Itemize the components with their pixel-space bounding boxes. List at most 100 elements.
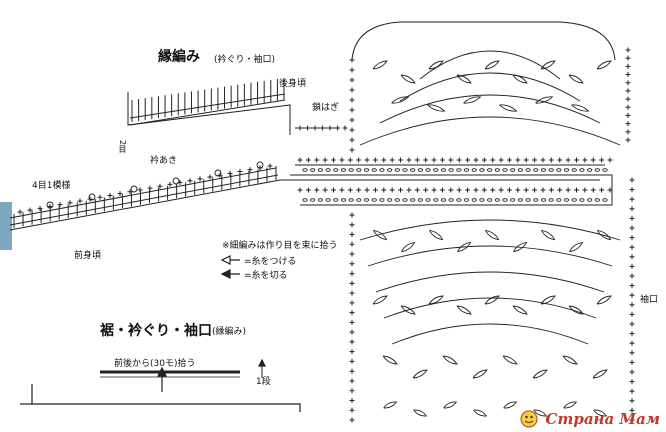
- chain-stitch: [394, 198, 400, 202]
- chain-stitch: [594, 168, 600, 172]
- sc-stitch: [625, 129, 631, 135]
- chain-stitch: [548, 168, 554, 172]
- arch-stitch: [419, 50, 561, 80]
- sc-stitch: [498, 157, 504, 163]
- chain-stitch: [402, 198, 408, 202]
- sc-stitch: [625, 104, 631, 110]
- sc-stitch: [349, 339, 355, 345]
- chain-stitch: [371, 168, 377, 172]
- sc-stitch: [506, 157, 512, 163]
- bottom-guide: [20, 358, 301, 412]
- sc-stitch: [582, 187, 588, 193]
- sc-stitch: [335, 125, 340, 131]
- cluster-stitch: [463, 96, 482, 104]
- sc-stitch: [481, 187, 487, 193]
- chain-stitch: [356, 198, 362, 202]
- chain-stitch: [425, 198, 431, 202]
- cluster-stitch: [532, 369, 548, 379]
- sc-stitch: [439, 187, 445, 193]
- sc-stitch: [57, 202, 63, 208]
- note-cut: =糸を切る: [244, 271, 288, 281]
- chain-stitch: [433, 198, 439, 202]
- chain-stitch: [487, 198, 493, 202]
- sc-stitch: [629, 254, 635, 260]
- sc-stitch: [347, 187, 353, 193]
- picot-stitch: [88, 193, 96, 201]
- sc-stitch: [557, 187, 563, 193]
- chain-stitch: [494, 198, 500, 202]
- arch-stitch: [359, 116, 621, 146]
- sc-stitch: [349, 388, 355, 394]
- chain-stitch: [517, 198, 523, 202]
- sc-stitch: [349, 300, 355, 306]
- sc-stitch: [481, 157, 487, 163]
- chain-stitch: [510, 198, 516, 202]
- sc-stitch: [297, 187, 303, 193]
- label-sleeve-opening: 袖口: [640, 295, 659, 305]
- sc-stitch: [540, 187, 546, 193]
- sc-stitch: [625, 47, 631, 53]
- chain-stitch: [571, 168, 577, 172]
- sc-stitch: [314, 157, 320, 163]
- sc-stitch: [439, 157, 445, 163]
- cluster-stitch: [535, 96, 554, 104]
- cluster-stitch: [569, 241, 584, 253]
- chain-stitch: [379, 168, 385, 172]
- chain-stitch: [356, 168, 362, 172]
- pattern-block: [351, 21, 621, 417]
- chain-stitch: [433, 168, 439, 172]
- chain-stitch: [394, 168, 400, 172]
- cluster-stitch: [541, 229, 556, 241]
- cluster-stitch: [427, 104, 446, 112]
- sc-stitch: [349, 137, 355, 143]
- sc-stitch: [349, 87, 355, 93]
- sc-stitch: [629, 302, 635, 308]
- sc-stitch: [629, 235, 635, 241]
- sc-stitch: [629, 321, 635, 327]
- cluster-stitch: [456, 305, 472, 315]
- cluster-stitch: [443, 401, 458, 409]
- sc-stitch: [237, 169, 243, 175]
- sc-stitch: [349, 290, 355, 296]
- sc-stitch: [557, 157, 563, 163]
- cluster-stitch: [413, 409, 428, 417]
- sc-stitch: [349, 378, 355, 384]
- cluster-stitch: [499, 104, 518, 112]
- sc-stitch: [448, 157, 454, 163]
- chain-stitch: [417, 168, 423, 172]
- sc-stitch: [157, 183, 163, 189]
- sc-stitch: [372, 187, 378, 193]
- cluster-stitch: [485, 229, 500, 241]
- title-bottom: 裾・衿ぐり・袖口: [100, 323, 212, 339]
- cluster-stitch: [400, 74, 416, 84]
- sc-stitch: [364, 157, 370, 163]
- chain-stitch: [317, 198, 323, 202]
- chain-stitch: [440, 198, 447, 202]
- sc-stitch: [625, 72, 631, 78]
- sc-stitch: [349, 147, 355, 153]
- sc-stitch: [456, 157, 462, 163]
- chain-stitch: [463, 168, 470, 172]
- cluster-stitch: [391, 96, 410, 104]
- cluster-stitch: [502, 355, 518, 365]
- sc-stitch: [423, 157, 429, 163]
- chain-stitch: [494, 168, 500, 172]
- sc-stitch: [629, 206, 635, 212]
- chain-stitch: [579, 168, 585, 172]
- sc-stitch: [322, 187, 328, 193]
- legend-arrows: [220, 255, 240, 279]
- sc-stitch: [349, 280, 355, 286]
- sc-stitch: [490, 187, 496, 193]
- sc-stitch: [625, 55, 631, 61]
- sc-stitch: [629, 340, 635, 346]
- cluster-stitch: [372, 60, 388, 70]
- note-chain: ※細編みは作り目を束に拾う: [222, 241, 338, 251]
- sc-stitch: [97, 194, 103, 200]
- sc-stitch: [629, 263, 635, 269]
- sc-stitch: [339, 187, 345, 193]
- cluster-stitch: [456, 74, 472, 84]
- sc-stitch: [629, 417, 635, 423]
- chain-stitch: [471, 198, 477, 202]
- sc-stitch: [297, 157, 303, 163]
